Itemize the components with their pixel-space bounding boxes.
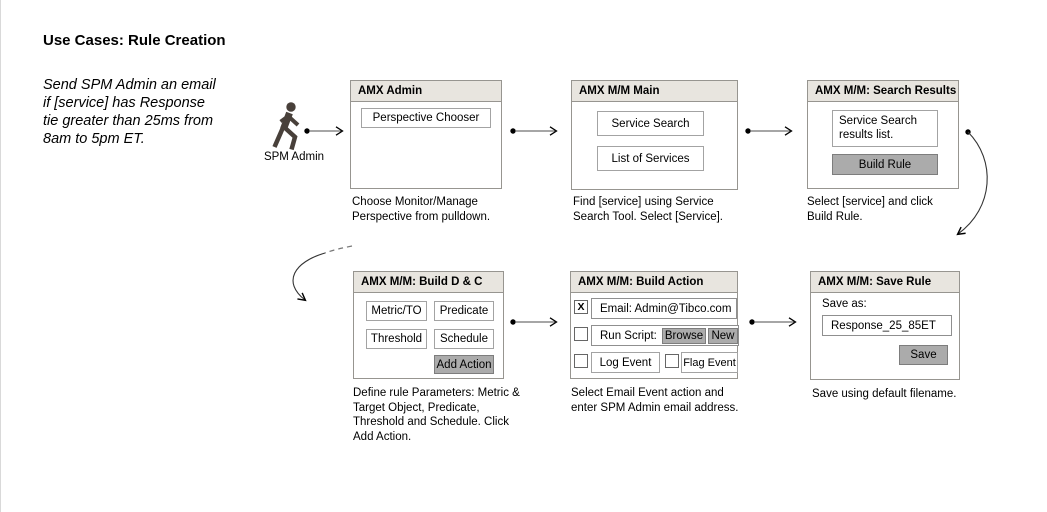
screen-title: AMX M/M: Save Rule: [811, 272, 959, 293]
new-button[interactable]: New: [708, 328, 738, 344]
flow-arrow-builddc-to-action: [510, 317, 558, 327]
screen-title: AMX M/M: Build D & C: [354, 272, 503, 293]
person-walking-icon: [272, 102, 300, 151]
page-title: Use Cases: Rule Creation: [43, 32, 226, 49]
screen-save-rule: AMX M/M: Save Rule Save as: Response_25_…: [810, 271, 960, 380]
screen-amx-admin: AMX Admin Perspective Chooser: [350, 80, 502, 189]
flow-arrow-admin-to-main: [510, 126, 558, 136]
screen-title: AMX M/M: Build Action: [571, 272, 737, 293]
flag-event-checkbox[interactable]: [665, 354, 679, 368]
caption-amx-admin: Choose Monitor/Manage Perspective from p…: [352, 196, 491, 223]
screen-build-dc: AMX M/M: Build D & C Metric/TO Predicate…: [353, 271, 504, 379]
slide-edge: [0, 0, 1, 512]
flow-arrow-main-to-results: [745, 126, 793, 136]
metric-to-button[interactable]: Metric/TO: [366, 301, 427, 321]
build-rule-button[interactable]: Build Rule: [832, 154, 938, 175]
save-as-label: Save as:: [822, 298, 867, 310]
run-script-field[interactable]: Run Script: Browse New: [591, 325, 739, 346]
run-script-label: Run Script:: [600, 329, 657, 342]
save-button[interactable]: Save: [899, 345, 948, 365]
flow-arrow-action-to-save: [749, 317, 797, 327]
browse-button[interactable]: Browse: [662, 328, 706, 344]
schedule-button[interactable]: Schedule: [434, 329, 494, 349]
email-address-field[interactable]: Email: Admin@Tibco.com: [591, 298, 737, 319]
caption-save-rule: Save using default filename.: [812, 388, 957, 400]
flow-arrow-wrap-to-row2: [292, 245, 353, 302]
scenario-text: Send SPM Admin an email if [service] has…: [43, 77, 216, 147]
caption-build-action: Select Email Event action and enter SPM …: [571, 387, 739, 414]
screen-title: AMX M/M Main: [572, 81, 737, 102]
log-event-checkbox[interactable]: [574, 354, 588, 368]
email-event-checkbox[interactable]: X: [574, 300, 588, 314]
screen-build-action: AMX M/M: Build Action X Email: Admin@Tib…: [570, 271, 739, 379]
perspective-chooser-button[interactable]: Perspective Chooser: [361, 108, 491, 128]
log-event-button[interactable]: Log Event: [591, 352, 660, 373]
run-script-checkbox[interactable]: [574, 327, 588, 341]
caption-build-dc: Define rule Parameters: Metric & Target …: [353, 387, 520, 443]
service-search-button[interactable]: Service Search: [597, 111, 704, 136]
screen-amx-mm-main: AMX M/M Main Service Search List of Serv…: [571, 80, 738, 190]
predicate-button[interactable]: Predicate: [434, 301, 494, 321]
screen-search-results: AMX M/M: Search Results Service Search r…: [807, 80, 959, 189]
flow-arrow-actor-to-admin: [304, 126, 344, 136]
caption-search-results: Select [service] and click Build Rule.: [807, 196, 933, 223]
flow-arrow-results-wrap-down: [956, 129, 988, 236]
caption-amx-mm-main: Find [service] using Service Search Tool…: [573, 196, 723, 223]
list-of-services-button[interactable]: List of Services: [597, 146, 704, 171]
add-action-button[interactable]: Add Action: [434, 355, 494, 374]
screen-title: AMX M/M: Search Results: [808, 81, 958, 102]
filename-input[interactable]: Response_25_85ET: [822, 315, 952, 336]
search-results-list[interactable]: Service Search results list.: [832, 110, 938, 147]
flag-event-button[interactable]: Flag Event: [681, 352, 738, 373]
actor-label: SPM Admin: [263, 151, 325, 163]
screen-title: AMX Admin: [351, 81, 501, 102]
threshold-button[interactable]: Threshold: [366, 329, 427, 349]
